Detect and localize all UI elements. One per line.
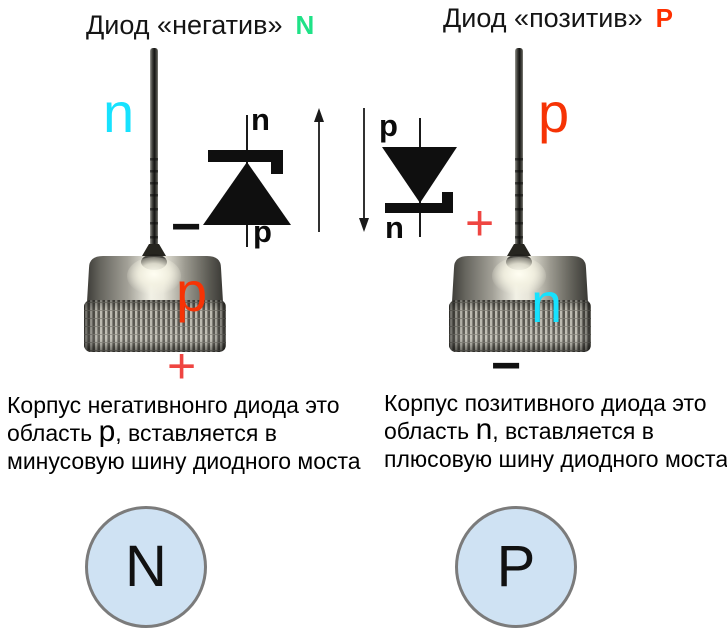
right-symbol-triangle [382,147,457,203]
terminal-letter-p: P [496,534,536,599]
lead-wire [515,48,523,252]
right-symbol-top-label: p [379,108,398,143]
wire-band-marks [515,158,523,239]
knurl-edge-shading [84,300,226,352]
up-arrow-head [314,108,324,122]
right-symbol-cathode-bar [385,192,453,213]
knurl-edge-shading [449,300,591,352]
left-symbol-triangle [203,162,291,225]
dome-highlight [127,257,181,295]
caption-region-letter: n [475,413,493,446]
caption-line: минусовую шину диодного моста [7,448,361,474]
positive-body-region-letter: n [531,271,563,334]
negative-lead-polarity-sign: − [171,198,202,256]
negative-diode-photo [84,48,226,352]
positive-body-polarity-sign: − [491,337,522,395]
left-symbol-cathode-bar [208,150,283,174]
negative-diode-title-text: Диод «негатив» [86,10,283,40]
positive-diode-title: Диод «позитив» P [443,3,673,34]
positive-lead-polarity-sign: + [465,195,495,251]
right-symbol-bottom-label: n [385,210,404,245]
negative-diode-caption: Корпус негативнонго диода это область p,… [7,391,361,475]
negative-diode-title: Диод «негатив» N [86,10,314,41]
negative-body-region-letter: p [176,260,208,323]
positive-diode-caption: Корпус позитивного диода это область n, … [384,389,727,473]
caption-line: плюсовую шину диодного моста [384,446,727,472]
wire-band-marks [150,158,158,239]
down-arrow-head [359,218,369,232]
left-symbol-top-label: n [251,102,270,137]
caption-line: область p, вставляется в [7,415,277,448]
positive-lead-region-letter: p [538,81,570,144]
terminal-circle-p: P [455,506,577,628]
dome-highlight [492,257,546,295]
negative-marker-letter: N [295,10,315,40]
negative-lead-region-letter: n [103,81,135,144]
terminal-letter-n: N [125,534,167,599]
caption-line: Корпус позитивного диода это [384,390,707,416]
diode-symbols [203,108,457,247]
lead-wire [150,48,158,252]
caption-line: Корпус негативнонго диода это [7,392,340,418]
caption-region-letter: p [98,415,116,448]
caption-line: область n, вставляется в [384,413,654,446]
negative-body-polarity-sign: + [167,338,197,394]
positive-diode-photo [449,48,591,352]
positive-marker-letter: P [655,3,674,33]
positive-diode-title-text: Диод «позитив» [443,3,643,33]
left-symbol-bottom-label: p [253,214,272,249]
terminal-circle-n: N [85,506,207,628]
